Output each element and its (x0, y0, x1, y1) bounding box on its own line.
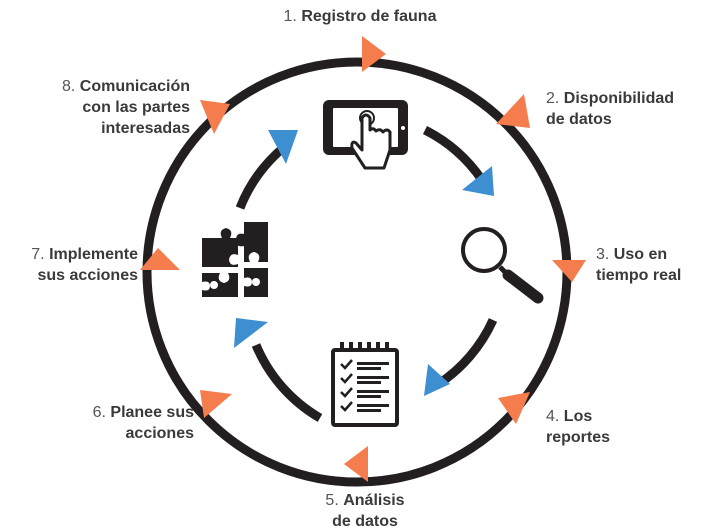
inner-arrows (234, 130, 494, 396)
inner-arc-top-left (235, 144, 286, 210)
inner-arrow-se (424, 364, 450, 396)
inner-arc-top-right (422, 125, 486, 183)
inner-arc-bottom-left (251, 343, 323, 422)
outer-arrow-8 (200, 100, 230, 134)
step-7-label: 7. Implemente sus acciones (31, 246, 138, 284)
inner-arrow-ne (462, 166, 494, 196)
tablet-touch-icon (323, 100, 408, 170)
step-3-label: 3. Uso en tiempo real (596, 246, 682, 284)
checklist-icon (331, 342, 399, 427)
magnifier-icon (461, 227, 544, 304)
inner-arc-bottom-right (434, 318, 498, 389)
outer-arrow-2 (496, 94, 530, 128)
step-1-label: 1. Registro de fauna (283, 8, 437, 25)
outer-arrow-3 (552, 260, 586, 282)
outer-arrows (140, 36, 586, 482)
inner-arrow-sw (234, 318, 268, 348)
step-5-label: 5. Análisis de datos (325, 492, 405, 530)
outer-arrow-7 (140, 248, 180, 270)
outer-arrow-4 (498, 392, 530, 424)
step-6-label: 6. Planee sus acciones (92, 404, 194, 442)
puzzle-icon (202, 222, 268, 297)
step-8-label: 8. Comunicación con las partes interesad… (61, 78, 190, 137)
outer-arrow-6 (200, 390, 232, 418)
step-4-label: 4. Los reportes (546, 408, 611, 446)
inner-arrow-nw (268, 130, 298, 164)
inner-ring (235, 125, 498, 422)
outer-arrow-5 (344, 446, 368, 482)
outer-arrow-1 (362, 36, 386, 72)
step-2-label: 2. Disponibilidad de datos (546, 90, 675, 128)
